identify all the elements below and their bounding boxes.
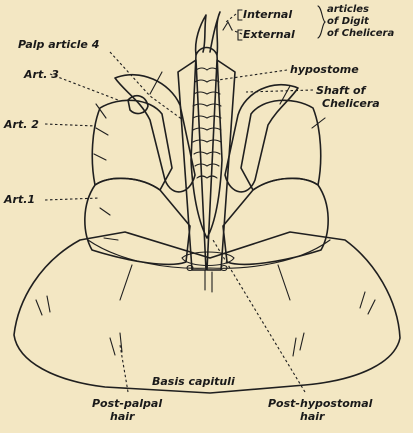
- label-shaft-line2: Chelicera: [322, 97, 380, 110]
- digit-external-tip: [223, 22, 232, 30]
- label-articles-line3: of Chelicera: [327, 28, 394, 39]
- label-art2: Art. 2: [3, 118, 39, 131]
- bracket-internal: [238, 10, 242, 20]
- label-basis-capituli: Basis capituli: [152, 375, 235, 388]
- label-art1: Art.1: [3, 193, 35, 206]
- hypostome-body: [191, 48, 222, 239]
- label-articles-line1: articles: [327, 4, 369, 15]
- label-hypostome: hypostome: [290, 63, 359, 76]
- bracket-external: [238, 30, 242, 40]
- right-palp-art2: [241, 100, 321, 190]
- bracket-articles: [318, 6, 325, 38]
- label-post-hypostomal-line1: Post-hypostomal: [268, 397, 373, 410]
- label-post-palpal-line2: hair: [110, 410, 135, 423]
- label-internal: Internal: [243, 8, 292, 21]
- right-palp-art3: [225, 85, 298, 192]
- label-shaft-line1: Shaft of: [316, 84, 367, 97]
- left-palp-art2: [92, 100, 172, 190]
- label-external: External: [243, 28, 295, 41]
- label-art3: Art. 3: [23, 68, 59, 81]
- label-post-hypostomal-line2: hair: [300, 410, 325, 423]
- label-articles-line2: of Digit: [327, 16, 370, 27]
- label-post-palpal-line1: Post-palpal: [92, 397, 162, 410]
- setae: [36, 72, 375, 356]
- label-palp-article-4: Palp article 4: [18, 38, 99, 51]
- left-palp-art4: [128, 96, 148, 114]
